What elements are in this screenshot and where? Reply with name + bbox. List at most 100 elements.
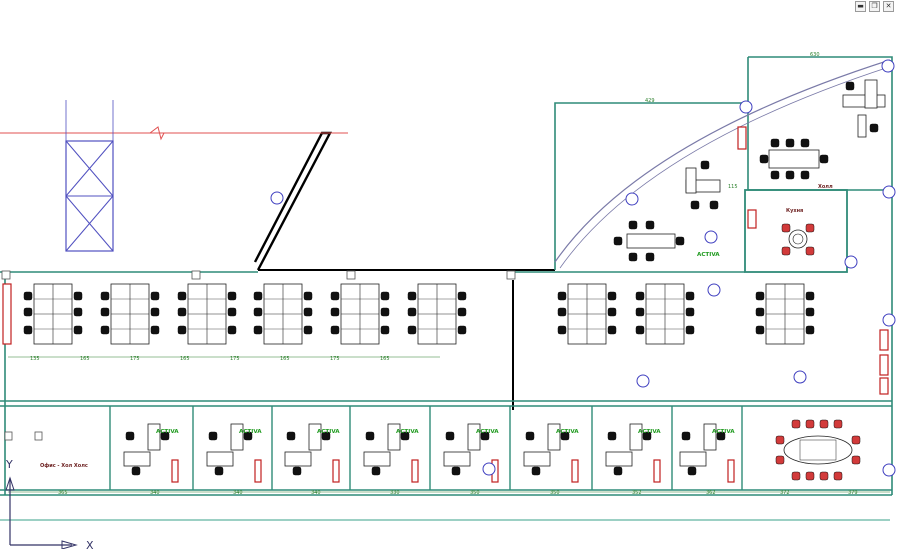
chair: [131, 466, 141, 476]
chair: [407, 291, 417, 301]
chair: [457, 291, 467, 301]
column-circle: [882, 463, 896, 477]
red-chair: [819, 419, 829, 429]
dimension-text: 165: [280, 356, 290, 362]
reception-area: Офис - Хол Холс: [2, 283, 88, 469]
office-furniture: ACTIVA: [206, 423, 262, 483]
chair: [716, 431, 726, 441]
red-chair: [805, 471, 815, 481]
chair: [445, 431, 455, 441]
chair: [365, 431, 375, 441]
workstation-cluster: [253, 283, 313, 345]
column-circle: [793, 370, 807, 384]
activa-label: ACTIVA: [396, 429, 419, 435]
column-circle: [881, 59, 895, 73]
north-wing-furniture: Кухня Холл ACTIVA: [613, 79, 886, 262]
chair: [785, 138, 795, 148]
chair: [177, 291, 187, 301]
dimension-text: 352: [632, 490, 642, 496]
column-square: [191, 270, 201, 280]
dimension-text: 330: [390, 490, 400, 496]
workstation-cluster: [635, 283, 695, 345]
chair: [805, 291, 815, 301]
chair: [23, 307, 33, 317]
red-chair: [833, 419, 843, 429]
office-desk: [605, 451, 633, 467]
chair: [628, 252, 638, 262]
window-controls: ▬ ❐ ✕: [855, 1, 894, 12]
chair: [613, 236, 623, 246]
dimension-text: 379: [848, 490, 858, 496]
dimension-text: 340: [311, 490, 321, 496]
red-cabinet: [332, 459, 340, 483]
red-chair: [805, 246, 815, 256]
office-desk: [679, 451, 707, 467]
chair: [869, 123, 879, 133]
activa-label: ACTIVA: [239, 429, 262, 435]
chair: [303, 291, 313, 301]
chair: [645, 220, 655, 230]
chair: [800, 138, 810, 148]
red-chair: [805, 223, 815, 233]
dimension-text: 175: [230, 356, 240, 362]
activa-label-north: ACTIVA: [697, 252, 720, 258]
red-cabinet: [411, 459, 419, 483]
chair: [845, 81, 855, 91]
dimension-text: 165: [80, 356, 90, 362]
dimension-text: 165: [180, 356, 190, 362]
red-chair: [805, 419, 815, 429]
chair: [805, 325, 815, 335]
chair: [607, 291, 617, 301]
chair: [805, 307, 815, 317]
office-desk: [523, 451, 551, 467]
chair: [214, 466, 224, 476]
red-chair: [819, 471, 829, 481]
office-furniture: ACTIVA: [284, 423, 340, 483]
chair: [150, 291, 160, 301]
chair: [457, 325, 467, 335]
conference-room: [775, 329, 889, 481]
workstation-cluster: [177, 283, 237, 345]
room-partitions: [1, 270, 743, 490]
office-return: [230, 423, 244, 451]
close-button[interactable]: ✕: [883, 1, 894, 12]
chair: [407, 325, 417, 335]
chair: [73, 291, 83, 301]
ucs-axis-icon: Y X: [5, 458, 94, 549]
exterior-walls: [0, 126, 555, 410]
chair: [690, 200, 700, 210]
restore-button[interactable]: ❐: [869, 1, 880, 12]
reception-label: Офис - Хол Холс: [40, 462, 88, 469]
chair: [321, 431, 331, 441]
workstation-cluster: [755, 283, 815, 345]
minimize-button[interactable]: ▬: [855, 1, 866, 12]
dimension-text: 135: [30, 356, 40, 362]
chair: [557, 325, 567, 335]
chair: [800, 170, 810, 180]
red-chair: [775, 455, 785, 465]
office-return: [629, 423, 643, 451]
red-cabinet: [171, 459, 179, 483]
chair: [819, 154, 829, 164]
red-chair: [791, 419, 801, 429]
chair: [755, 307, 765, 317]
workstation-cluster: [557, 283, 617, 345]
chair: [635, 325, 645, 335]
chair: [645, 252, 655, 262]
activa-label: ACTIVA: [476, 429, 499, 435]
chair: [557, 307, 567, 317]
north-wing-walls: [554, 56, 893, 275]
chair: [177, 307, 187, 317]
column-circle: [882, 185, 896, 199]
chair: [525, 431, 535, 441]
chair: [286, 431, 296, 441]
office-desk: [443, 451, 471, 467]
chair: [227, 291, 237, 301]
column-circle: [739, 100, 753, 114]
chair: [227, 307, 237, 317]
office-return: [308, 423, 322, 451]
column-square: [346, 270, 356, 280]
office-desk: [206, 451, 234, 467]
